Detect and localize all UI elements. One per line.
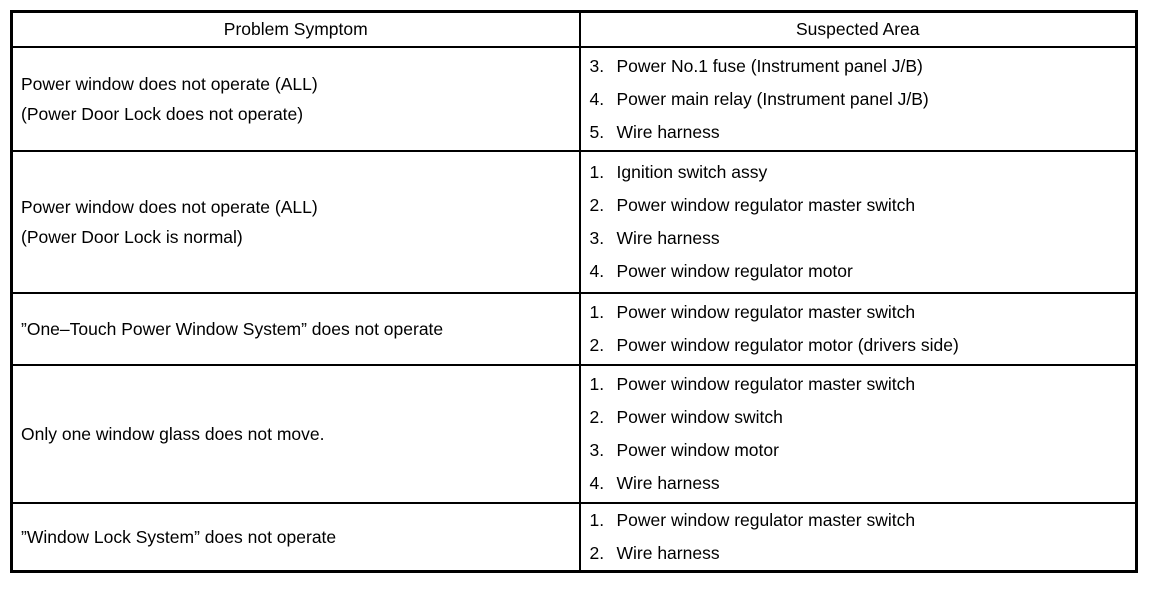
area-number: 3. <box>589 228 605 248</box>
problem-symptom-cell: Power window does not operate (ALL) (Pow… <box>10 46 581 152</box>
suspected-area-cell: 3. Power No.1 fuse (Instrument panel J/B)… <box>578 46 1138 152</box>
symptom-line: (Power Door Lock does not operate) <box>21 104 304 124</box>
symptom-line: ”One–Touch Power Window System” does not… <box>21 319 444 339</box>
area-text: Wire harness <box>616 543 720 563</box>
symptom-line: Power window does not operate (ALL) <box>21 74 318 94</box>
column-header-problem-symptom: Problem Symptom <box>10 10 581 48</box>
column-header-suspected-area: Suspected Area <box>578 10 1138 48</box>
area-number: 4. <box>589 473 605 493</box>
area-number: 4. <box>589 88 605 109</box>
suspected-area-cell: 1. Power window regulator master switch 2… <box>578 502 1138 573</box>
suspected-area-item: 4. Power main relay (Instrument panel J/B… <box>590 83 1136 116</box>
area-number: 1. <box>589 302 605 322</box>
symptom-line: (Power Door Lock is normal) <box>21 227 243 247</box>
suspected-area-cell: 1. Power window regulator master switch 2… <box>578 292 1138 366</box>
table-row: ”Window Lock System” does not operate 1.… <box>10 502 1138 573</box>
area-text: Power window regulator master switch <box>616 195 916 215</box>
suspected-area-item: 1. Power window regulator master switch <box>590 368 1136 401</box>
suspected-area-item: 3. Wire harness <box>590 222 1136 255</box>
header-row: Problem Symptom Suspected Area <box>10 10 1138 48</box>
area-number: 4. <box>589 261 605 281</box>
area-text: Power window regulator motor <box>616 261 853 281</box>
area-text: Power window regulator motor (drivers si… <box>616 335 959 355</box>
symptom-line: Only one window glass does not move. <box>21 424 325 444</box>
area-number: 2. <box>589 407 605 427</box>
area-number: 3. <box>589 440 605 460</box>
problem-symptom-cell: ”One–Touch Power Window System” does not… <box>10 292 581 366</box>
area-number: 1. <box>589 162 605 182</box>
area-text: Ignition switch assy <box>616 162 768 182</box>
area-number: 2. <box>589 543 605 563</box>
suspected-area-cell: 1. Ignition switch assy 2. Power window re… <box>578 150 1138 294</box>
symptom-line: Power window does not operate (ALL) <box>21 197 318 217</box>
area-text: Power window regulator master switch <box>616 510 916 530</box>
suspected-area-item: 3. Power window motor <box>590 434 1136 467</box>
suspected-area-item: 1. Ignition switch assy <box>590 156 1136 189</box>
suspected-area-item: 2. Power window switch <box>590 401 1136 434</box>
area-text: Wire harness <box>616 228 720 248</box>
suspected-area-item: 5. Wire harness <box>590 116 1136 149</box>
area-number: 1. <box>589 374 605 394</box>
problem-symptom-cell: Only one window glass does not move. <box>10 364 581 504</box>
area-number: 2. <box>589 195 605 215</box>
suspected-area-item: 2. Wire harness <box>590 537 1136 570</box>
suspected-area-item: 3. Power No.1 fuse (Instrument panel J/B) <box>590 50 1136 83</box>
table-row: Only one window glass does not move. 1. P… <box>10 364 1138 504</box>
suspected-area-item: 4. Wire harness <box>590 467 1136 500</box>
suspected-area-item: 2. Power window regulator master switch <box>590 189 1136 222</box>
suspected-area-item: 1. Power window regulator master switch <box>590 504 1136 537</box>
suspected-area-item: 2. Power window regulator motor (drivers … <box>590 329 1136 362</box>
area-text: Power window regulator master switch <box>616 374 916 394</box>
area-text: Power window motor <box>616 440 779 460</box>
table-row: Power window does not operate (ALL) (Pow… <box>10 150 1138 294</box>
area-text: Power window regulator master switch <box>616 302 916 322</box>
suspected-area-item: 1. Power window regulator master switch <box>590 296 1136 329</box>
area-text: Power main relay (Instrument panel J/B) <box>616 88 929 109</box>
problem-symptom-cell: Power window does not operate (ALL) (Pow… <box>10 150 581 294</box>
area-number: 2. <box>589 335 605 355</box>
suspected-area-cell: 1. Power window regulator master switch 2… <box>578 364 1138 504</box>
area-text: Power No.1 fuse (Instrument panel J/B) <box>616 55 923 76</box>
problem-symptom-cell: ”Window Lock System” does not operate <box>10 502 581 573</box>
suspected-area-item: 4. Power window regulator motor <box>590 255 1136 288</box>
table-row: Power window does not operate (ALL) (Pow… <box>10 46 1138 152</box>
area-text: Power window switch <box>616 407 783 427</box>
area-text: Wire harness <box>616 121 720 142</box>
table-row: ”One–Touch Power Window System” does not… <box>10 292 1138 366</box>
troubleshooting-table: Problem Symptom Suspected Area Power win… <box>10 10 1138 573</box>
scanned-manual-page: Problem Symptom Suspected Area Power win… <box>0 10 1152 596</box>
area-number: 1. <box>589 510 605 530</box>
area-number: 5. <box>589 121 605 142</box>
area-number: 3. <box>589 55 605 76</box>
area-text: Wire harness <box>616 473 720 493</box>
symptom-line: ”Window Lock System” does not operate <box>21 527 337 547</box>
